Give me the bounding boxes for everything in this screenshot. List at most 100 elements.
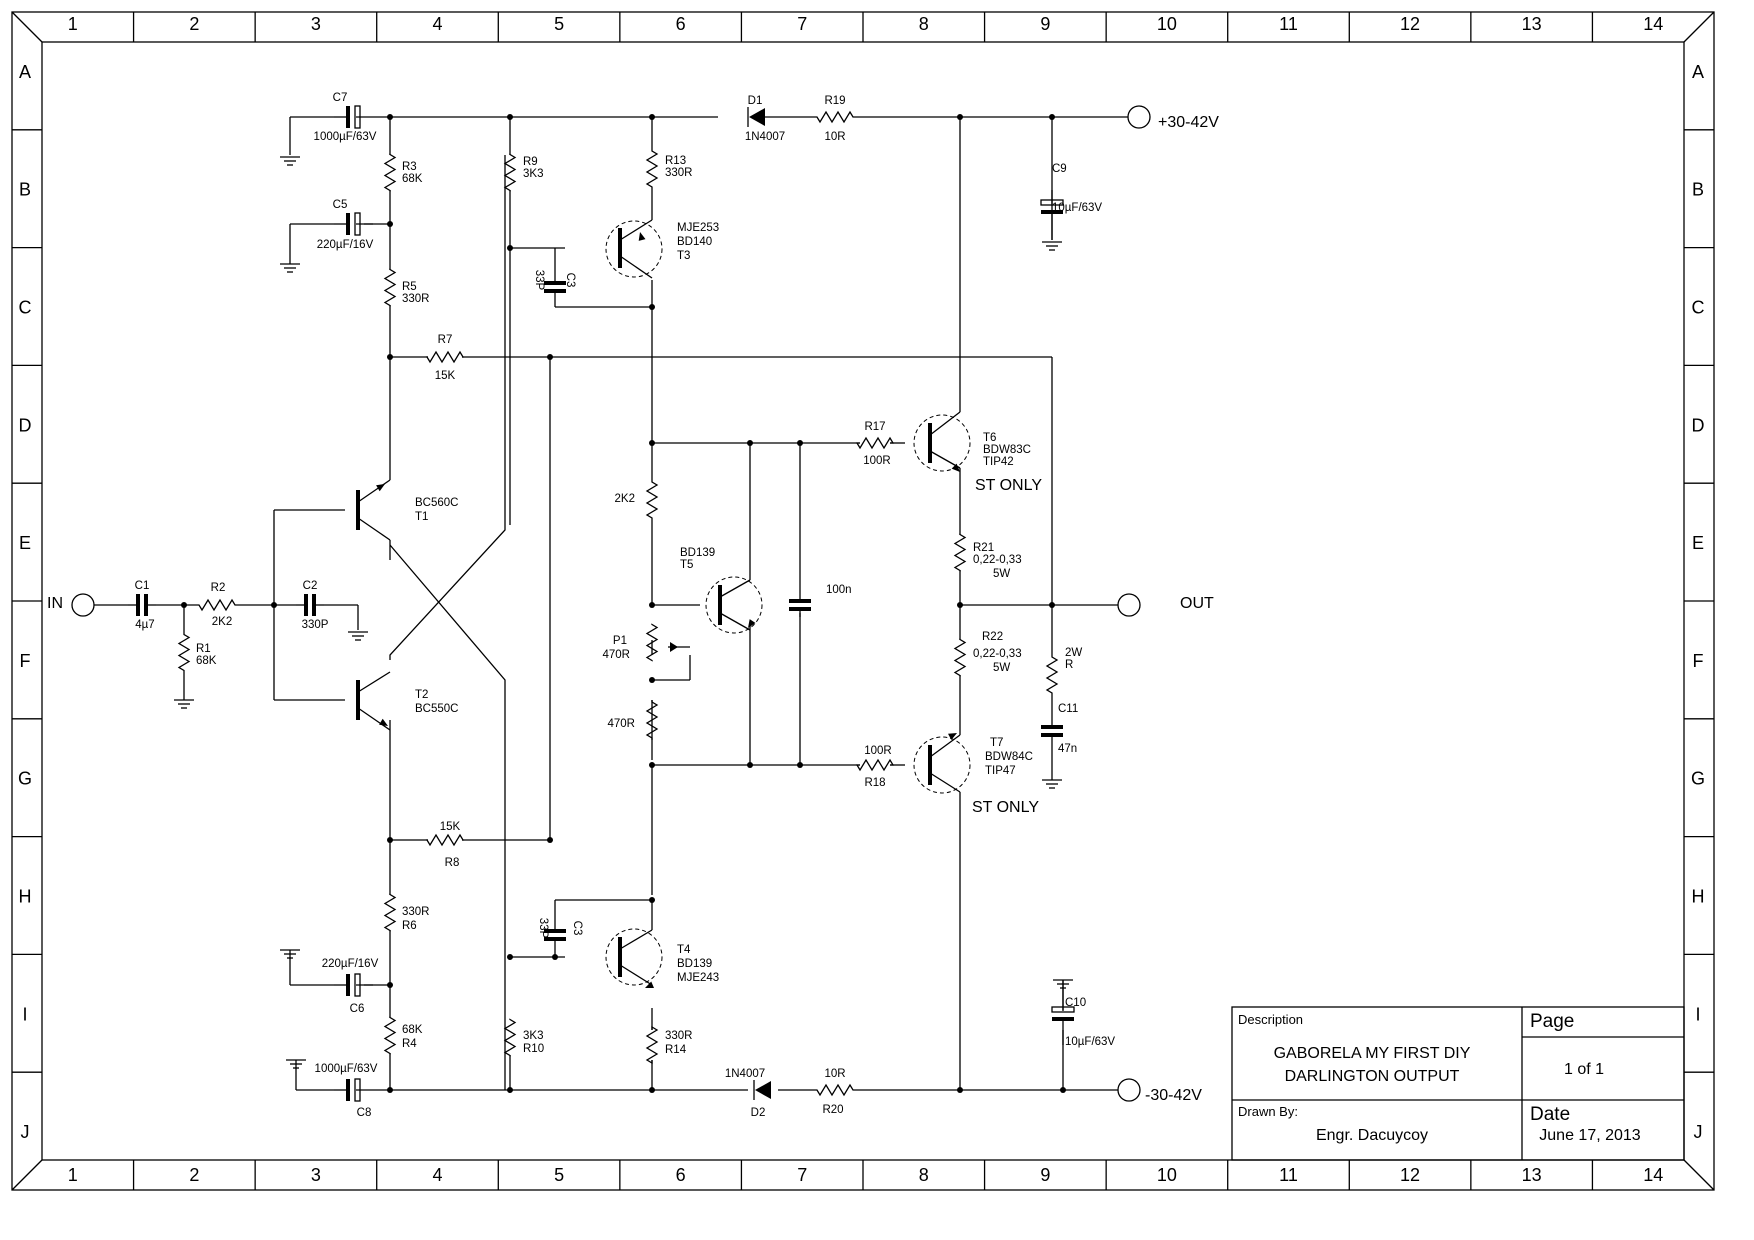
column-label: 5 bbox=[554, 1165, 564, 1185]
t3-transistor-lead bbox=[619, 255, 653, 279]
c10-label: 10µF/63V bbox=[1065, 1036, 1115, 1048]
column-label: 3 bbox=[311, 1165, 321, 1185]
row-label: J bbox=[1694, 1122, 1703, 1142]
t6-label: T6 bbox=[983, 432, 996, 444]
d1-diode bbox=[749, 108, 765, 126]
r5-label: R5 bbox=[402, 281, 417, 293]
column-label: 5 bbox=[554, 14, 564, 34]
column-label: 10 bbox=[1157, 1165, 1177, 1185]
t5-transistor-emitter-arrow bbox=[748, 619, 756, 628]
row-label: A bbox=[19, 62, 31, 82]
c1-label: C1 bbox=[135, 580, 150, 592]
junction-dot bbox=[181, 602, 187, 608]
r5-resistor bbox=[383, 268, 397, 307]
junction-dot bbox=[649, 440, 655, 446]
r19-resistor bbox=[812, 110, 858, 124]
p1-potentiometer bbox=[645, 623, 659, 662]
input-label: IN bbox=[47, 595, 63, 612]
junction-dot bbox=[747, 762, 753, 768]
junction-dot bbox=[271, 602, 277, 608]
r8-label: 15K bbox=[440, 821, 461, 833]
column-label: 10 bbox=[1157, 14, 1177, 34]
t5-transistor-lead bbox=[719, 612, 751, 631]
junction-dot bbox=[649, 114, 655, 120]
corner-bevel bbox=[1683, 1159, 1715, 1191]
r2-label: 2K2 bbox=[212, 616, 232, 628]
r10-label: R10 bbox=[523, 1043, 544, 1055]
junction-dot bbox=[507, 1087, 513, 1093]
c11-label: C11 bbox=[1058, 703, 1078, 715]
r20-label: R20 bbox=[822, 1104, 843, 1116]
c5-label: C5 bbox=[333, 199, 348, 211]
r6-resistor bbox=[383, 893, 397, 932]
r5-label: 330R bbox=[402, 293, 430, 305]
c7-label: 1000µF/63V bbox=[314, 131, 377, 143]
t7-label: TIP47 bbox=[985, 765, 1016, 777]
r1-resistor bbox=[177, 630, 191, 675]
wire bbox=[389, 155, 506, 660]
junction-dot bbox=[387, 982, 393, 988]
wire bbox=[389, 544, 506, 1090]
t4-transistor-lead bbox=[619, 929, 653, 950]
r18-label: R18 bbox=[864, 777, 885, 789]
vpos-label: +30-42V bbox=[1158, 114, 1219, 131]
r14-resistor bbox=[645, 1025, 659, 1065]
row-label: E bbox=[19, 533, 31, 553]
t7-transistor-lead bbox=[929, 772, 961, 793]
c9-capacitor-plate bbox=[1040, 199, 1064, 206]
r21-label: 5W bbox=[993, 568, 1010, 580]
description-line2: DARLINGTON OUTPUT bbox=[1285, 1068, 1460, 1085]
t5-transistor-envelope bbox=[705, 576, 763, 634]
r22-resistor bbox=[953, 638, 967, 677]
t4-transistor-envelope bbox=[605, 928, 663, 986]
r7-label: 15K bbox=[435, 370, 456, 382]
r4-label: R4 bbox=[402, 1038, 417, 1050]
column-label: 12 bbox=[1400, 1165, 1420, 1185]
t1-label: BC560C bbox=[415, 497, 458, 509]
r19-label: 10R bbox=[824, 131, 845, 143]
r3-resistor bbox=[383, 153, 397, 192]
t2-transistor-lead bbox=[357, 707, 391, 731]
r13-label: 330R bbox=[665, 167, 693, 179]
corner-bevel bbox=[11, 11, 43, 43]
t6-label: TIP42 bbox=[983, 456, 1014, 468]
r18-resistor bbox=[855, 758, 895, 772]
t4-transistor-emitter-arrow bbox=[645, 981, 654, 988]
column-label: 7 bbox=[797, 1165, 807, 1185]
c3-label: 33P bbox=[537, 918, 549, 939]
r13-label: R13 bbox=[665, 155, 686, 167]
r10-label: 3K3 bbox=[523, 1030, 543, 1042]
c10-capacitor-plate bbox=[1051, 1006, 1075, 1013]
t6-transistor-emitter-arrow bbox=[951, 463, 960, 472]
junction-dot bbox=[957, 114, 963, 120]
column-label: 6 bbox=[676, 1165, 686, 1185]
r13-resistor bbox=[645, 150, 659, 188]
junction-dot bbox=[507, 245, 513, 251]
column-label: 8 bbox=[919, 1165, 929, 1185]
r9-label: 3K3 bbox=[523, 168, 543, 180]
t3-label: T3 bbox=[677, 250, 690, 262]
r20-resistor bbox=[812, 1083, 858, 1097]
row-label: A bbox=[1692, 62, 1704, 82]
inner-border bbox=[41, 41, 1685, 1161]
r7-resistor bbox=[425, 350, 465, 364]
t4-label: T4 bbox=[677, 944, 691, 956]
r2k2-resistor bbox=[645, 480, 659, 520]
r22-label: 5W bbox=[993, 662, 1010, 674]
r470-label: 470R bbox=[608, 718, 636, 730]
t6-transistor-lead bbox=[929, 411, 961, 436]
r3-label: 68K bbox=[402, 173, 423, 185]
r2w-resistor bbox=[1045, 650, 1059, 700]
t4-label: MJE243 bbox=[677, 972, 719, 984]
d2-label: D2 bbox=[751, 1107, 766, 1119]
column-label: 4 bbox=[432, 1165, 442, 1185]
c8-capacitor-plate bbox=[354, 1078, 361, 1102]
t4-label: BD139 bbox=[677, 958, 712, 970]
column-label: 2 bbox=[189, 14, 199, 34]
page-label: Page bbox=[1530, 1011, 1574, 1032]
junction-dot bbox=[649, 1087, 655, 1093]
r21-label: R21 bbox=[973, 542, 994, 554]
junction-dot bbox=[1049, 114, 1055, 120]
